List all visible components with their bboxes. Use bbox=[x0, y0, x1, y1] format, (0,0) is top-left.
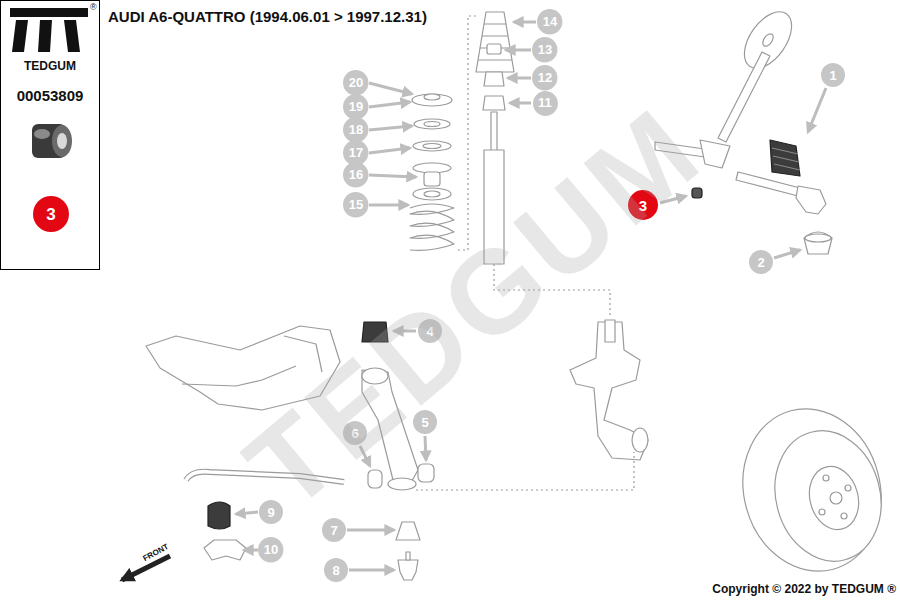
callout-circle bbox=[343, 162, 368, 187]
callout-number: 3 bbox=[46, 206, 55, 223]
callout-circle bbox=[322, 518, 346, 542]
callout-number: 9 bbox=[259, 500, 283, 524]
callout-number: 20 bbox=[349, 76, 363, 89]
callout-number: 8 bbox=[332, 564, 339, 577]
callout-number: 12 bbox=[532, 65, 557, 90]
callout-circle bbox=[324, 558, 348, 582]
callout-number: 8 bbox=[324, 558, 348, 582]
callout-circle bbox=[749, 250, 773, 274]
callout-number: 16 bbox=[349, 168, 363, 181]
callout-circle bbox=[533, 91, 558, 116]
product-panel: TEDGUM 00053809 3 bbox=[0, 0, 100, 270]
callout-circle bbox=[821, 63, 845, 87]
callout-number: 2 bbox=[749, 250, 773, 274]
callout-number: 11 bbox=[538, 96, 552, 109]
part-number: 00053809 bbox=[1, 87, 99, 104]
callout-circle bbox=[537, 9, 562, 34]
brand-logo bbox=[10, 8, 88, 52]
copyright: Copyright © 2022 by TEDGUM ® bbox=[712, 582, 896, 596]
callout-circle bbox=[343, 70, 368, 95]
callout-number: 13 bbox=[538, 43, 552, 56]
brand-name: TEDGUM bbox=[1, 59, 99, 73]
callout-circle bbox=[343, 117, 368, 142]
callout-number: 12 bbox=[538, 71, 552, 84]
callout-circle bbox=[532, 65, 557, 90]
callout-circle bbox=[343, 94, 368, 119]
callout-number: 14 bbox=[543, 15, 557, 28]
product-photo bbox=[32, 124, 72, 158]
suspension-drawing bbox=[146, 3, 899, 586]
page-title: AUDI A6-QUATTRO (1994.06.01 > 1997.12.31… bbox=[108, 8, 427, 25]
callout-number: 18 bbox=[343, 117, 368, 142]
callout-number: 14 bbox=[537, 9, 562, 34]
callout-number: 15 bbox=[349, 198, 363, 211]
callout-circle bbox=[33, 196, 69, 232]
callout-circle bbox=[343, 140, 368, 165]
callout-number: 17 bbox=[349, 146, 363, 159]
callout-number: 18 bbox=[349, 123, 363, 136]
callout-circle bbox=[532, 37, 557, 62]
callout-number: 15 bbox=[343, 192, 368, 217]
callout-number: 7 bbox=[322, 518, 346, 542]
callout-number: 20 bbox=[343, 70, 368, 95]
callout-circle bbox=[343, 192, 368, 217]
callout-number: 17 bbox=[343, 140, 368, 165]
callout-number: 19 bbox=[349, 100, 363, 113]
callout-number: 10 bbox=[264, 543, 278, 556]
callout-number: 1 bbox=[829, 69, 836, 82]
callout-number: 9 bbox=[267, 506, 274, 519]
registered-mark: ® bbox=[90, 2, 97, 12]
callout-circle bbox=[258, 537, 283, 562]
callout-number: 2 bbox=[757, 256, 764, 269]
callout-number: 3 bbox=[33, 196, 69, 232]
callout-number: 7 bbox=[330, 524, 337, 537]
callout-number: 1 bbox=[821, 63, 845, 87]
callout-number: 16 bbox=[343, 162, 368, 187]
watermark: TEDGUM bbox=[220, 80, 727, 536]
callout-number: 11 bbox=[533, 91, 558, 116]
callout-circle bbox=[259, 500, 283, 524]
callout-number: 10 bbox=[258, 537, 283, 562]
callout-number: 13 bbox=[532, 37, 557, 62]
callout-number: 19 bbox=[343, 94, 368, 119]
